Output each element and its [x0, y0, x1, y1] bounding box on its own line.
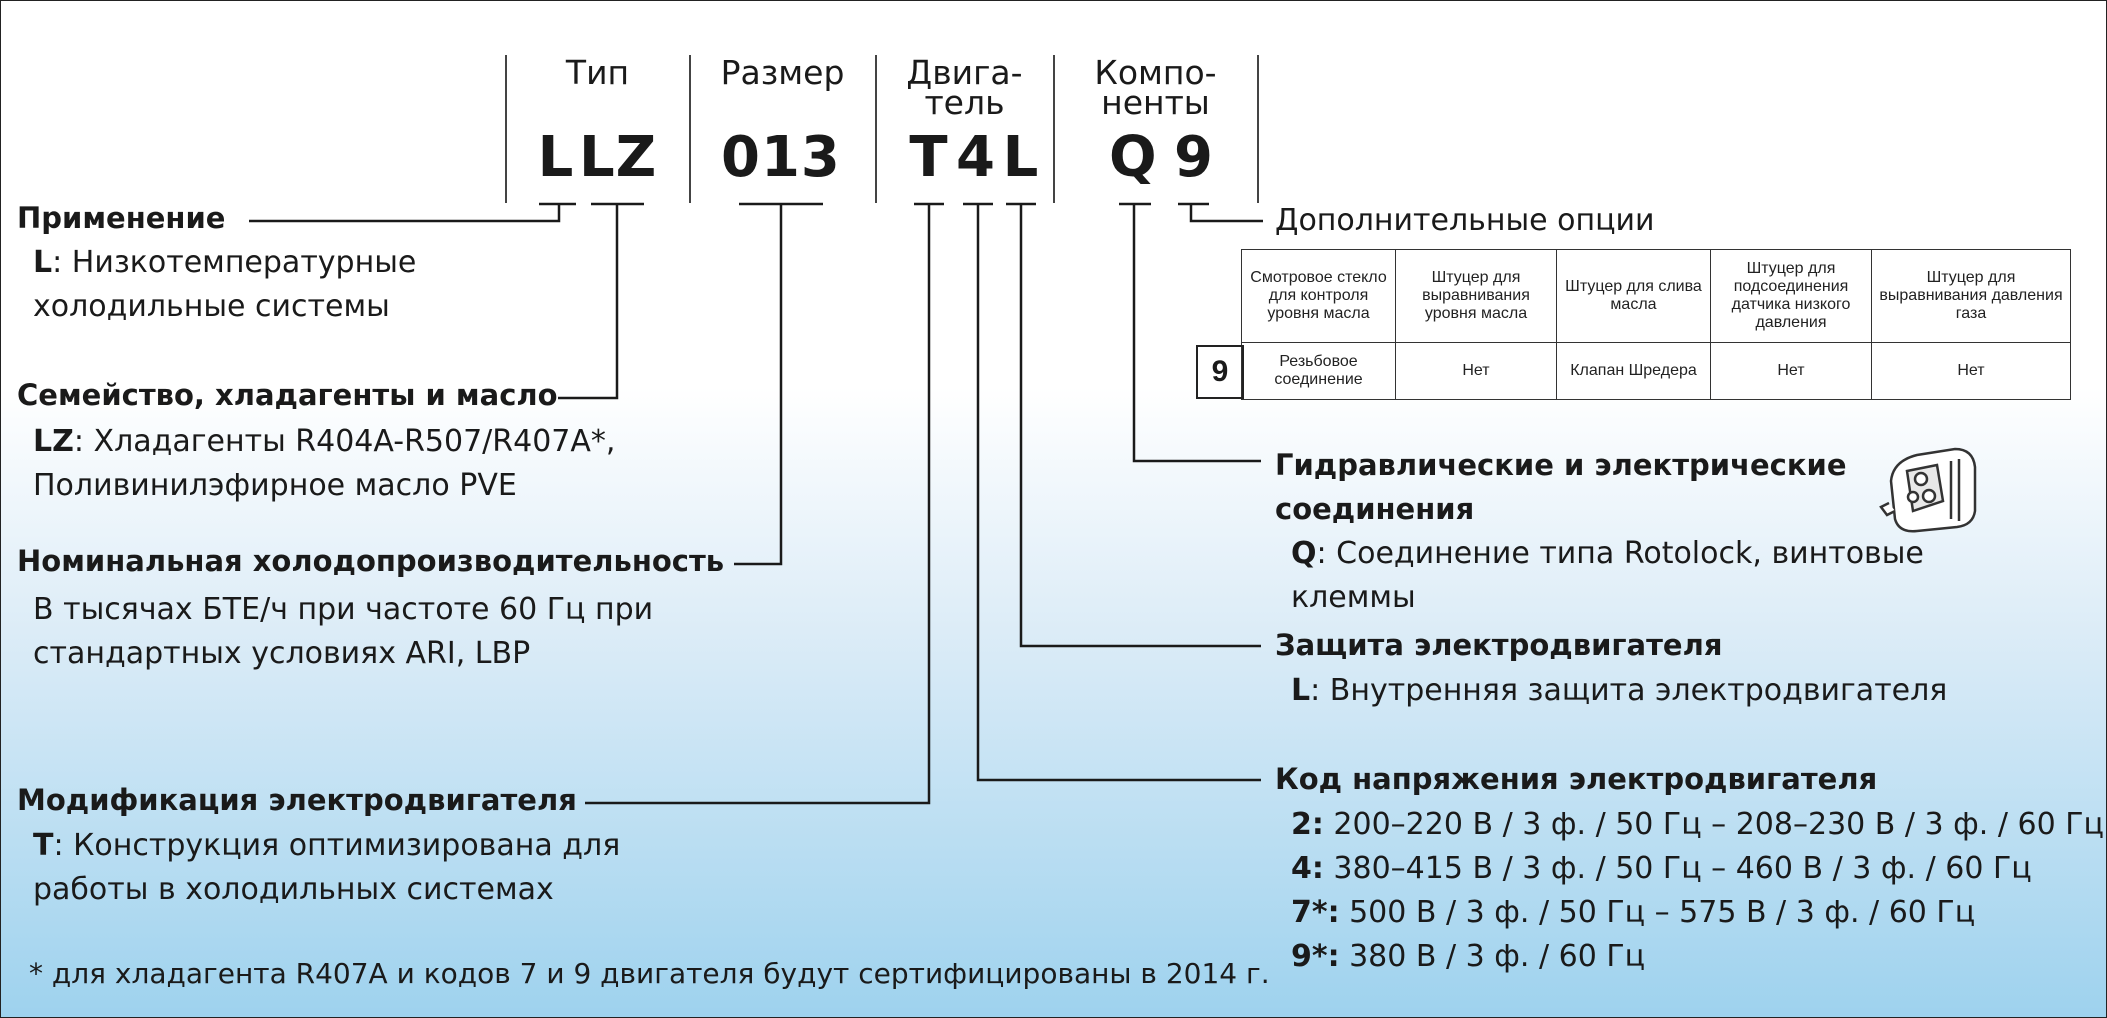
options-table: Смотровое стекло для контроля уровня мас…: [1241, 249, 2071, 400]
options-header-row: Смотровое стекло для контроля уровня мас…: [1241, 249, 2071, 343]
connections-desc-text1: : Соединение типа Rotolock, винтовые: [1316, 536, 1924, 571]
options-value-cell: Резьбовое соединение: [1241, 342, 1396, 400]
column-header-motor: Двига- тель: [876, 55, 1053, 121]
protection-key: L: [1291, 673, 1311, 708]
options-value-cell: Нет: [1710, 342, 1872, 400]
family-desc-line2: Поливинилэфирное масло PVE: [33, 468, 517, 503]
voltage-text: 500 В / 3 ф. / 50 Гц – 575 В / 3 ф. / 60…: [1339, 895, 1976, 930]
modification-desc: T: Конструкция оптимизирована для работы…: [33, 824, 620, 912]
code-size: 013: [721, 125, 841, 190]
code-voltage: 4: [956, 125, 996, 190]
column-separator: [875, 55, 877, 203]
family-desc-line1: LZ: Хладагенты R404A-R507/R407A*,: [33, 420, 615, 464]
application-desc-line2: холодильные системы: [33, 289, 390, 324]
application-desc: L: Низкотемпературные холодильные систем…: [33, 241, 416, 329]
modification-desc-line2: работы в холодильных системах: [33, 872, 554, 907]
application-title: Применение: [17, 201, 226, 235]
protection-desc-text: : Внутренняя защита электродвигателя: [1310, 673, 1948, 708]
code-options: 9: [1174, 125, 1214, 190]
voltage-list: 2: 200–220 В / 3 ф. / 50 Гц – 208–230 В …: [1291, 803, 2104, 979]
capacity-desc-line1: В тысячах БТЕ/ч при частоте 60 Гц при: [33, 592, 654, 627]
rotolock-connector-icon: [1879, 447, 1977, 533]
capacity-desc: В тысячах БТЕ/ч при частоте 60 Гц при ст…: [33, 588, 653, 676]
application-desc-text1: : Низкотемпературные: [52, 245, 417, 280]
column-separator: [505, 55, 507, 203]
connections-desc-line1: Q: Соединение типа Rotolock, винтовые: [1291, 532, 1924, 576]
family-desc-text1: : Хладагенты R404A-R507/R407A*,: [73, 424, 616, 459]
connections-title-line2: соединения: [1275, 492, 1475, 526]
capacity-desc-line2: стандартных условиях ARI, LBP: [33, 636, 531, 671]
connections-title-line1: Гидравлические и электрические: [1275, 448, 1847, 482]
voltage-item: 9*: 380 В / 3 ф. / 60 Гц: [1291, 935, 2104, 979]
voltage-key: 7*:: [1291, 895, 1340, 930]
column-header-size: Размер: [720, 53, 845, 92]
modification-key: T: [33, 828, 54, 863]
application-desc-line1: L: Низкотемпературные: [33, 241, 416, 285]
modification-title: Модификация электродвигателя: [17, 783, 577, 817]
column-header-motor-line2: тель: [924, 83, 1005, 122]
modification-desc-text1: : Конструкция оптимизирована для: [53, 828, 621, 863]
application-key: L: [33, 245, 53, 280]
options-header-cell: Штуцер для выравнивания давления газа: [1871, 249, 2071, 343]
column-separator: [1257, 55, 1259, 203]
connections-desc-line2: клеммы: [1291, 580, 1416, 615]
modification-desc-line1: T: Конструкция оптимизирована для: [33, 824, 620, 868]
options-header-cell: Смотровое стекло для контроля уровня мас…: [1241, 249, 1396, 343]
voltage-key: 4:: [1291, 851, 1324, 886]
column-separator: [689, 55, 691, 203]
voltage-text: 200–220 В / 3 ф. / 50 Гц – 208–230 В / 3…: [1323, 807, 2104, 842]
column-header-motor-line1: Двига-: [906, 53, 1023, 92]
protection-title: Защита электродвигателя: [1275, 628, 1723, 662]
voltage-text: 380–415 В / 3 ф. / 50 Гц – 460 В / 3 ф. …: [1323, 851, 2032, 886]
code-protection: L: [1002, 125, 1040, 190]
capacity-title: Номинальная холодопроизводительность: [17, 544, 725, 578]
voltage-item: 7*: 500 В / 3 ф. / 50 Гц – 575 В / 3 ф. …: [1291, 891, 2104, 935]
column-header-components-line2: ненты: [1101, 83, 1210, 122]
options-value-cell: Клапан Шредера: [1556, 342, 1711, 400]
voltage-key: 9*:: [1291, 939, 1340, 974]
options-row-code: 9: [1196, 345, 1244, 399]
column-separator: [1053, 55, 1055, 203]
code-connections: Q: [1109, 125, 1158, 190]
protection-desc: L: Внутренняя защита электродвигателя: [1291, 669, 1947, 713]
family-key: LZ: [33, 424, 74, 459]
column-header-type: Тип: [565, 53, 630, 92]
options-value-row: Резьбовое соединение Нет Клапан Шредера …: [1241, 342, 2071, 400]
column-header-components: Компо- ненты: [1054, 55, 1257, 121]
options-header-cell: Штуцер для слива масла: [1556, 249, 1711, 343]
options-value-cell: Нет: [1871, 342, 2071, 400]
options-header-cell: Штуцер для подсоединения датчика низкого…: [1710, 249, 1872, 343]
voltage-title: Код напряжения электродвигателя: [1275, 762, 1878, 796]
family-title: Семейство, хладагенты и масло: [17, 378, 558, 412]
options-header-cell: Штуцер для выравнивания уровня масла: [1395, 249, 1557, 343]
connections-key: Q: [1291, 536, 1317, 571]
voltage-item: 2: 200–220 В / 3 ф. / 50 Гц – 208–230 В …: [1291, 803, 2104, 847]
code-family: LZ: [579, 125, 658, 190]
options-title: Дополнительные опции: [1275, 203, 1655, 238]
voltage-key: 2:: [1291, 807, 1324, 842]
connections-title: Гидравлические и электрические соединени…: [1275, 443, 1847, 531]
connections-desc: Q: Соединение типа Rotolock, винтовые кл…: [1291, 532, 1924, 620]
footnote: * для хладагента R407A и кодов 7 и 9 дви…: [29, 957, 1270, 990]
voltage-item: 4: 380–415 В / 3 ф. / 50 Гц – 460 В / 3 …: [1291, 847, 2104, 891]
voltage-text: 380 В / 3 ф. / 60 Гц: [1339, 939, 1646, 974]
family-desc: LZ: Хладагенты R404A-R507/R407A*, Поливи…: [33, 420, 615, 508]
column-header-components-line1: Компо-: [1094, 53, 1217, 92]
code-modification: T: [909, 125, 949, 190]
options-value-cell: Нет: [1395, 342, 1557, 400]
code-application: L: [537, 125, 575, 190]
